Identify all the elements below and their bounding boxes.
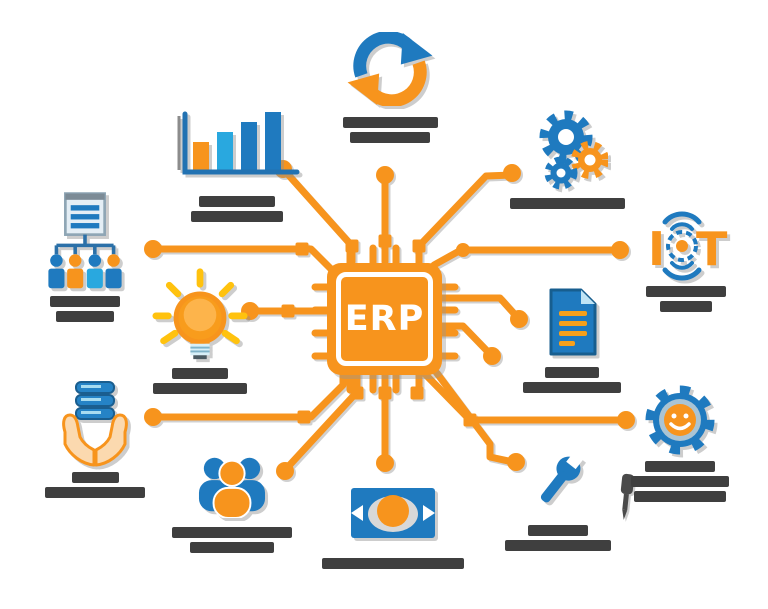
smiley-gear-icon [645,385,715,455]
money-icon [351,488,435,538]
node-label [645,286,726,312]
node-smiley-gear [628,384,732,502]
node-money [320,482,466,569]
node-label [45,472,145,498]
iot-letter-t: T [696,222,728,276]
node-label [510,198,625,209]
node-label [191,196,283,222]
node-document [520,286,624,393]
sync-arrows-icon [347,32,433,106]
hands-database-icon [62,381,128,467]
node-label [50,296,120,322]
node-team [162,450,302,553]
node-label [631,461,729,502]
node-server-users [30,190,140,322]
lightbulb-icon [152,268,248,360]
node-label [342,117,438,143]
node-bar-chart [167,106,307,222]
node-label [172,527,292,553]
node-lightbulb [150,266,250,394]
node-sync-process [310,32,470,143]
wrench-icon [540,452,584,503]
bar-chart-icon [177,111,300,175]
node-iot: I T [638,208,733,312]
node-label [153,368,247,394]
erp-chip-border: ERP [336,272,433,366]
server-users-icon [48,192,122,289]
erp-chip: ERP [327,263,442,375]
iot-icon: I T [648,211,728,281]
node-gears [500,110,635,209]
node-label [523,367,621,393]
screwdriver-icon [620,473,635,520]
node-label [322,558,464,569]
iot-letter-i: I [648,222,665,276]
document-icon [549,288,597,356]
erp-label: ERP [344,299,425,339]
node-wrench [498,452,618,551]
node-label [505,525,611,551]
team-icon [198,457,266,518]
gears-icon [539,110,608,190]
node-hands-database [45,380,145,498]
